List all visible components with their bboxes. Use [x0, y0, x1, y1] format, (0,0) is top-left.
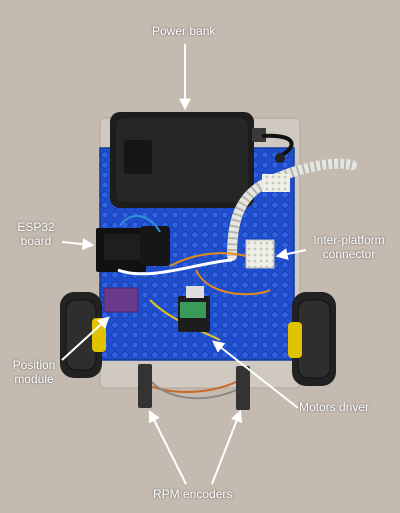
- inter-platform-connector: [245, 239, 275, 269]
- esp32-board: [96, 226, 170, 272]
- esp32-board-label: ESP32 board: [12, 220, 60, 248]
- position-label-line2: module: [14, 372, 54, 386]
- motors-driver-label: Motors driver: [299, 400, 370, 414]
- right-wheel: [288, 292, 336, 386]
- annotation-arrows: [61, 44, 307, 485]
- esp32-label-line2: board: [20, 234, 52, 248]
- power-bank: [110, 112, 266, 208]
- power-bank-label: Power bank: [152, 24, 216, 38]
- inter-platform-connector-label: Inter-platform connector: [303, 233, 395, 261]
- rpm-encoders-label: RPM encoders: [153, 487, 233, 501]
- esp32-label-line1: ESP32: [17, 220, 55, 234]
- inter-label-line1: Inter-platform: [313, 233, 385, 247]
- position-label-line1: Position: [12, 358, 56, 372]
- left-wheel: [60, 292, 106, 378]
- position-module: [103, 287, 139, 313]
- position-module-label: Position module: [6, 358, 62, 386]
- rpm-encoders: [138, 364, 250, 410]
- inter-label-line2: connector: [322, 247, 376, 261]
- motors-driver: [178, 286, 210, 332]
